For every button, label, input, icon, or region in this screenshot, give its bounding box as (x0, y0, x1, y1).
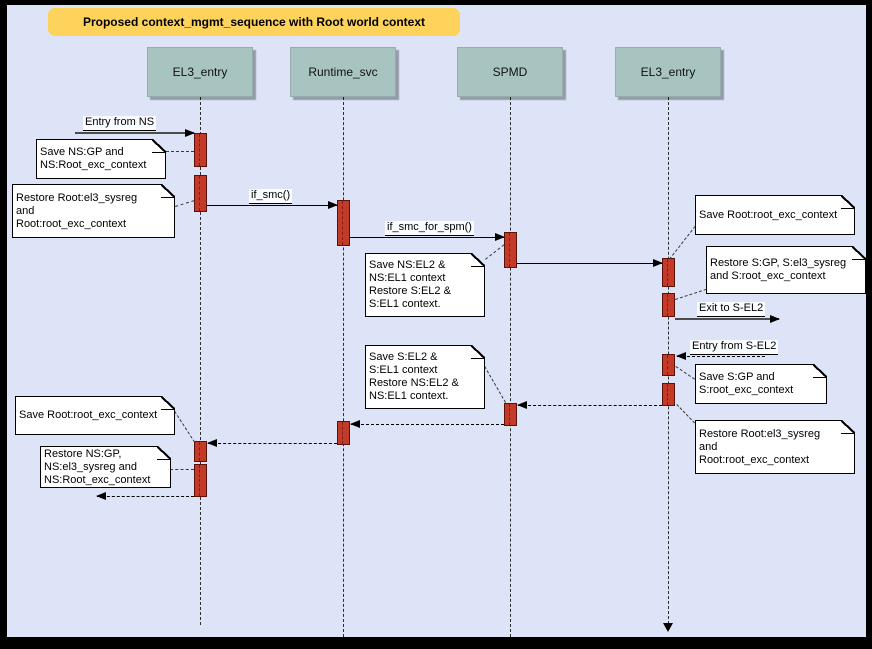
activation-el3r-4 (662, 383, 675, 406)
note-save-root-top-right: Save Root:root_exc_context (695, 195, 855, 235)
note-text: Save NS:EL2 & NS:EL1 context Restore S:E… (369, 259, 451, 310)
sequence-diagram-canvas: Proposed context_mgmt_sequence with Root… (7, 5, 866, 637)
activation-el3l-1 (194, 133, 207, 167)
message-label-if-smc: if_smc() (249, 189, 293, 204)
arrow-entry-from-sel2 (676, 352, 765, 360)
note-restore-s-gp: Restore S:GP, S:el3_sysreg and S:root_ex… (706, 246, 866, 294)
note-connector (485, 244, 505, 260)
note-text: Restore Root:el3_sysreg and Root:root_ex… (16, 191, 138, 230)
note-text: Restore NS:GP, NS:el3_sysreg and NS:Root… (44, 447, 151, 486)
note-fold-icon (157, 446, 171, 460)
arrow-return-runtime-to-el3 (207, 439, 337, 447)
lifeline-label: EL3_entry (172, 65, 228, 79)
note-fold-icon (813, 364, 827, 378)
activation-el3r-2 (662, 293, 675, 317)
note-text: Save NS:GP and NS:Root_exc_context (40, 146, 147, 171)
note-text: Save S:EL2 & S:EL1 context Restore NS:EL… (369, 351, 459, 402)
note-fold-icon (841, 195, 855, 209)
note-save-s-gp: Save S:GP and S:root_exc_context (695, 364, 827, 404)
arrow-if-smc-for-spm (350, 233, 505, 241)
activation-el3r-1 (662, 258, 675, 287)
message-label-if-smc-for-spm: if_smc_for_spm() (385, 221, 474, 236)
note-connector (175, 200, 195, 207)
lifeline-label: Runtime_svc (308, 65, 378, 79)
note-connector (675, 366, 696, 380)
note-restore-root-left: Restore Root:el3_sysreg and Root:root_ex… (12, 184, 175, 238)
activation-spmd-2 (504, 403, 517, 426)
note-connector (166, 151, 194, 152)
note-text: Save Root:root_exc_context (19, 409, 158, 421)
arrow-entry-from-ns (75, 128, 195, 137)
note-restore-ns-gp: Restore NS:GP, NS:el3_sysreg and NS:Root… (40, 446, 171, 488)
note-connector (676, 404, 696, 424)
lifeline-header-el3-entry-left: EL3_entry (147, 47, 253, 97)
activation-runtime-1 (337, 200, 350, 246)
activation-el3l-4 (194, 464, 207, 497)
lifeline-header-el3-entry-right: EL3_entry (615, 47, 721, 97)
lifeline-end-arrow-icon (663, 623, 673, 632)
note-fold-icon (161, 184, 175, 198)
note-fold-icon (161, 396, 175, 410)
note-text: Restore Root:el3_sysreg and Root:root_ex… (699, 427, 821, 466)
message-label-exit-to-sel2: Exit to S-EL2 (697, 302, 766, 317)
note-text: Restore S:GP, S:el3_sysreg and S:root_ex… (710, 257, 847, 282)
arrow-exit-to-sel2 (675, 314, 780, 323)
note-save-s-el2: Save S:EL2 & S:EL1 context Restore NS:EL… (365, 345, 485, 409)
note-restore-root-right: Restore Root:el3_sysreg and Root:root_ex… (695, 420, 855, 474)
arrow-spmd-to-el3 (517, 259, 663, 267)
message-label-entry-from-sel2: Entry from S-EL2 (690, 340, 779, 355)
lifeline-header-runtime-svc: Runtime_svc (290, 47, 396, 97)
activation-runtime-2 (337, 421, 350, 445)
note-connector (170, 469, 194, 470)
lifeline-label: EL3_entry (640, 65, 696, 79)
arrow-if-smc (207, 201, 338, 209)
lifeline-header-spmd: SPMD (457, 47, 563, 97)
note-fold-icon (471, 253, 485, 267)
note-save-root-bottom-left: Save Root:root_exc_context (15, 396, 175, 435)
note-fold-icon (852, 246, 866, 260)
activation-spmd-1 (504, 232, 517, 268)
lifeline-spmd (509, 97, 511, 637)
note-connector (675, 288, 707, 300)
note-fold-icon (471, 345, 485, 359)
arrow-return-spmd-to-runtime (350, 420, 504, 428)
note-save-ns-el2: Save NS:EL2 & NS:EL1 context Restore S:E… (365, 253, 485, 317)
diagram-title: Proposed context_mgmt_sequence with Root… (48, 8, 460, 36)
note-save-ns-gp: Save NS:GP and NS:Root_exc_context (36, 139, 166, 179)
activation-el3l-3 (194, 441, 207, 462)
note-connector (669, 225, 696, 260)
lifeline-label: SPMD (492, 65, 528, 79)
note-fold-icon (841, 420, 855, 434)
activation-el3r-3 (662, 354, 675, 376)
lifeline-runtime-svc (342, 97, 344, 637)
arrow-return-el3-to-spmd (517, 401, 662, 409)
note-fold-icon (152, 139, 166, 153)
note-connector (484, 366, 506, 403)
note-connector (174, 411, 196, 443)
lifeline-el3-entry-left (199, 97, 201, 625)
arrow-return-to-ns (96, 492, 194, 500)
message-label-entry-from-ns: Entry from NS (83, 116, 157, 131)
note-text: Save S:GP and S:root_exc_context (699, 371, 794, 396)
note-text: Save Root:root_exc_context (699, 208, 838, 221)
activation-el3l-2 (194, 175, 207, 212)
